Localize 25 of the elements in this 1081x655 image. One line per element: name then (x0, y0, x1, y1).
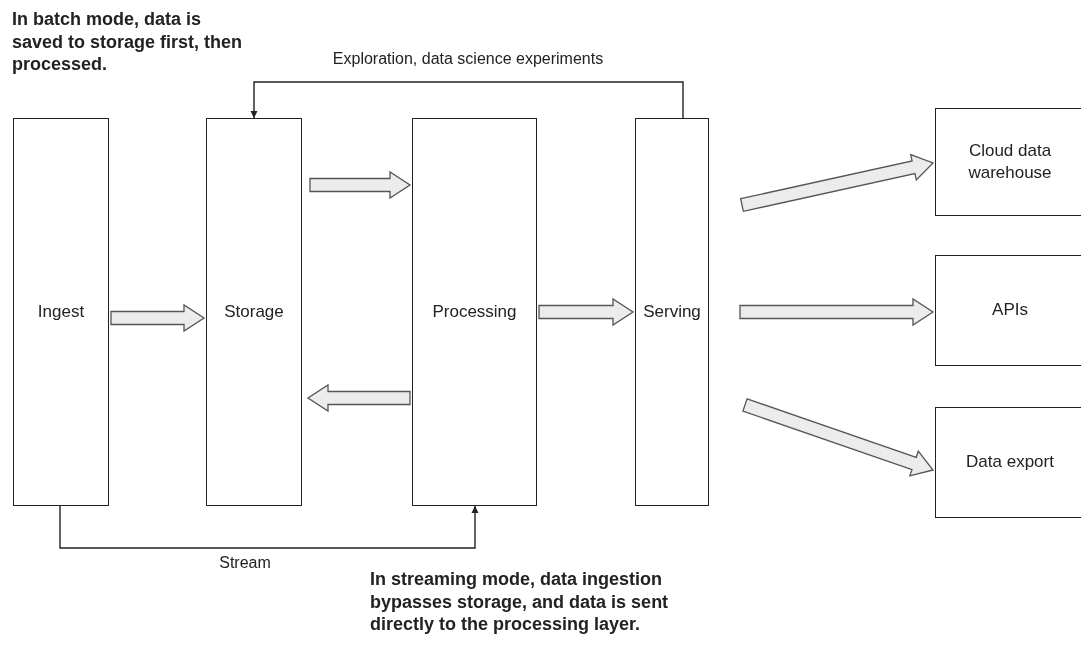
connector-arrow (250, 81, 684, 119)
box-label: Serving (643, 300, 701, 323)
process-box (412, 118, 537, 506)
annotation-note: In batch mode, data is saved to storage first, then processed. (12, 8, 244, 76)
process-box (206, 118, 302, 506)
process-box (935, 108, 1081, 216)
box-label: APIs (992, 299, 1028, 322)
box-label: Ingest (37, 300, 85, 323)
block-arrow (306, 383, 411, 413)
process-box (13, 118, 109, 506)
block-arrow (742, 398, 935, 477)
box-label: Data export (966, 451, 1054, 474)
process-box (935, 255, 1081, 366)
box-label: Storage (224, 300, 284, 323)
block-arrow (110, 303, 206, 333)
connector-arrow (59, 505, 479, 549)
process-box (935, 407, 1081, 518)
block-arrow (739, 297, 935, 327)
block-arrow (538, 297, 635, 327)
block-arrow (309, 170, 412, 200)
box-label: Processing (432, 300, 517, 323)
process-box (635, 118, 709, 506)
box-label: Cloud data warehouse (967, 139, 1053, 184)
block-arrow (739, 153, 935, 213)
annotation-note: In streaming mode, data ingestion bypasses storage, and data is sent directly to the processing layer. (370, 568, 670, 636)
